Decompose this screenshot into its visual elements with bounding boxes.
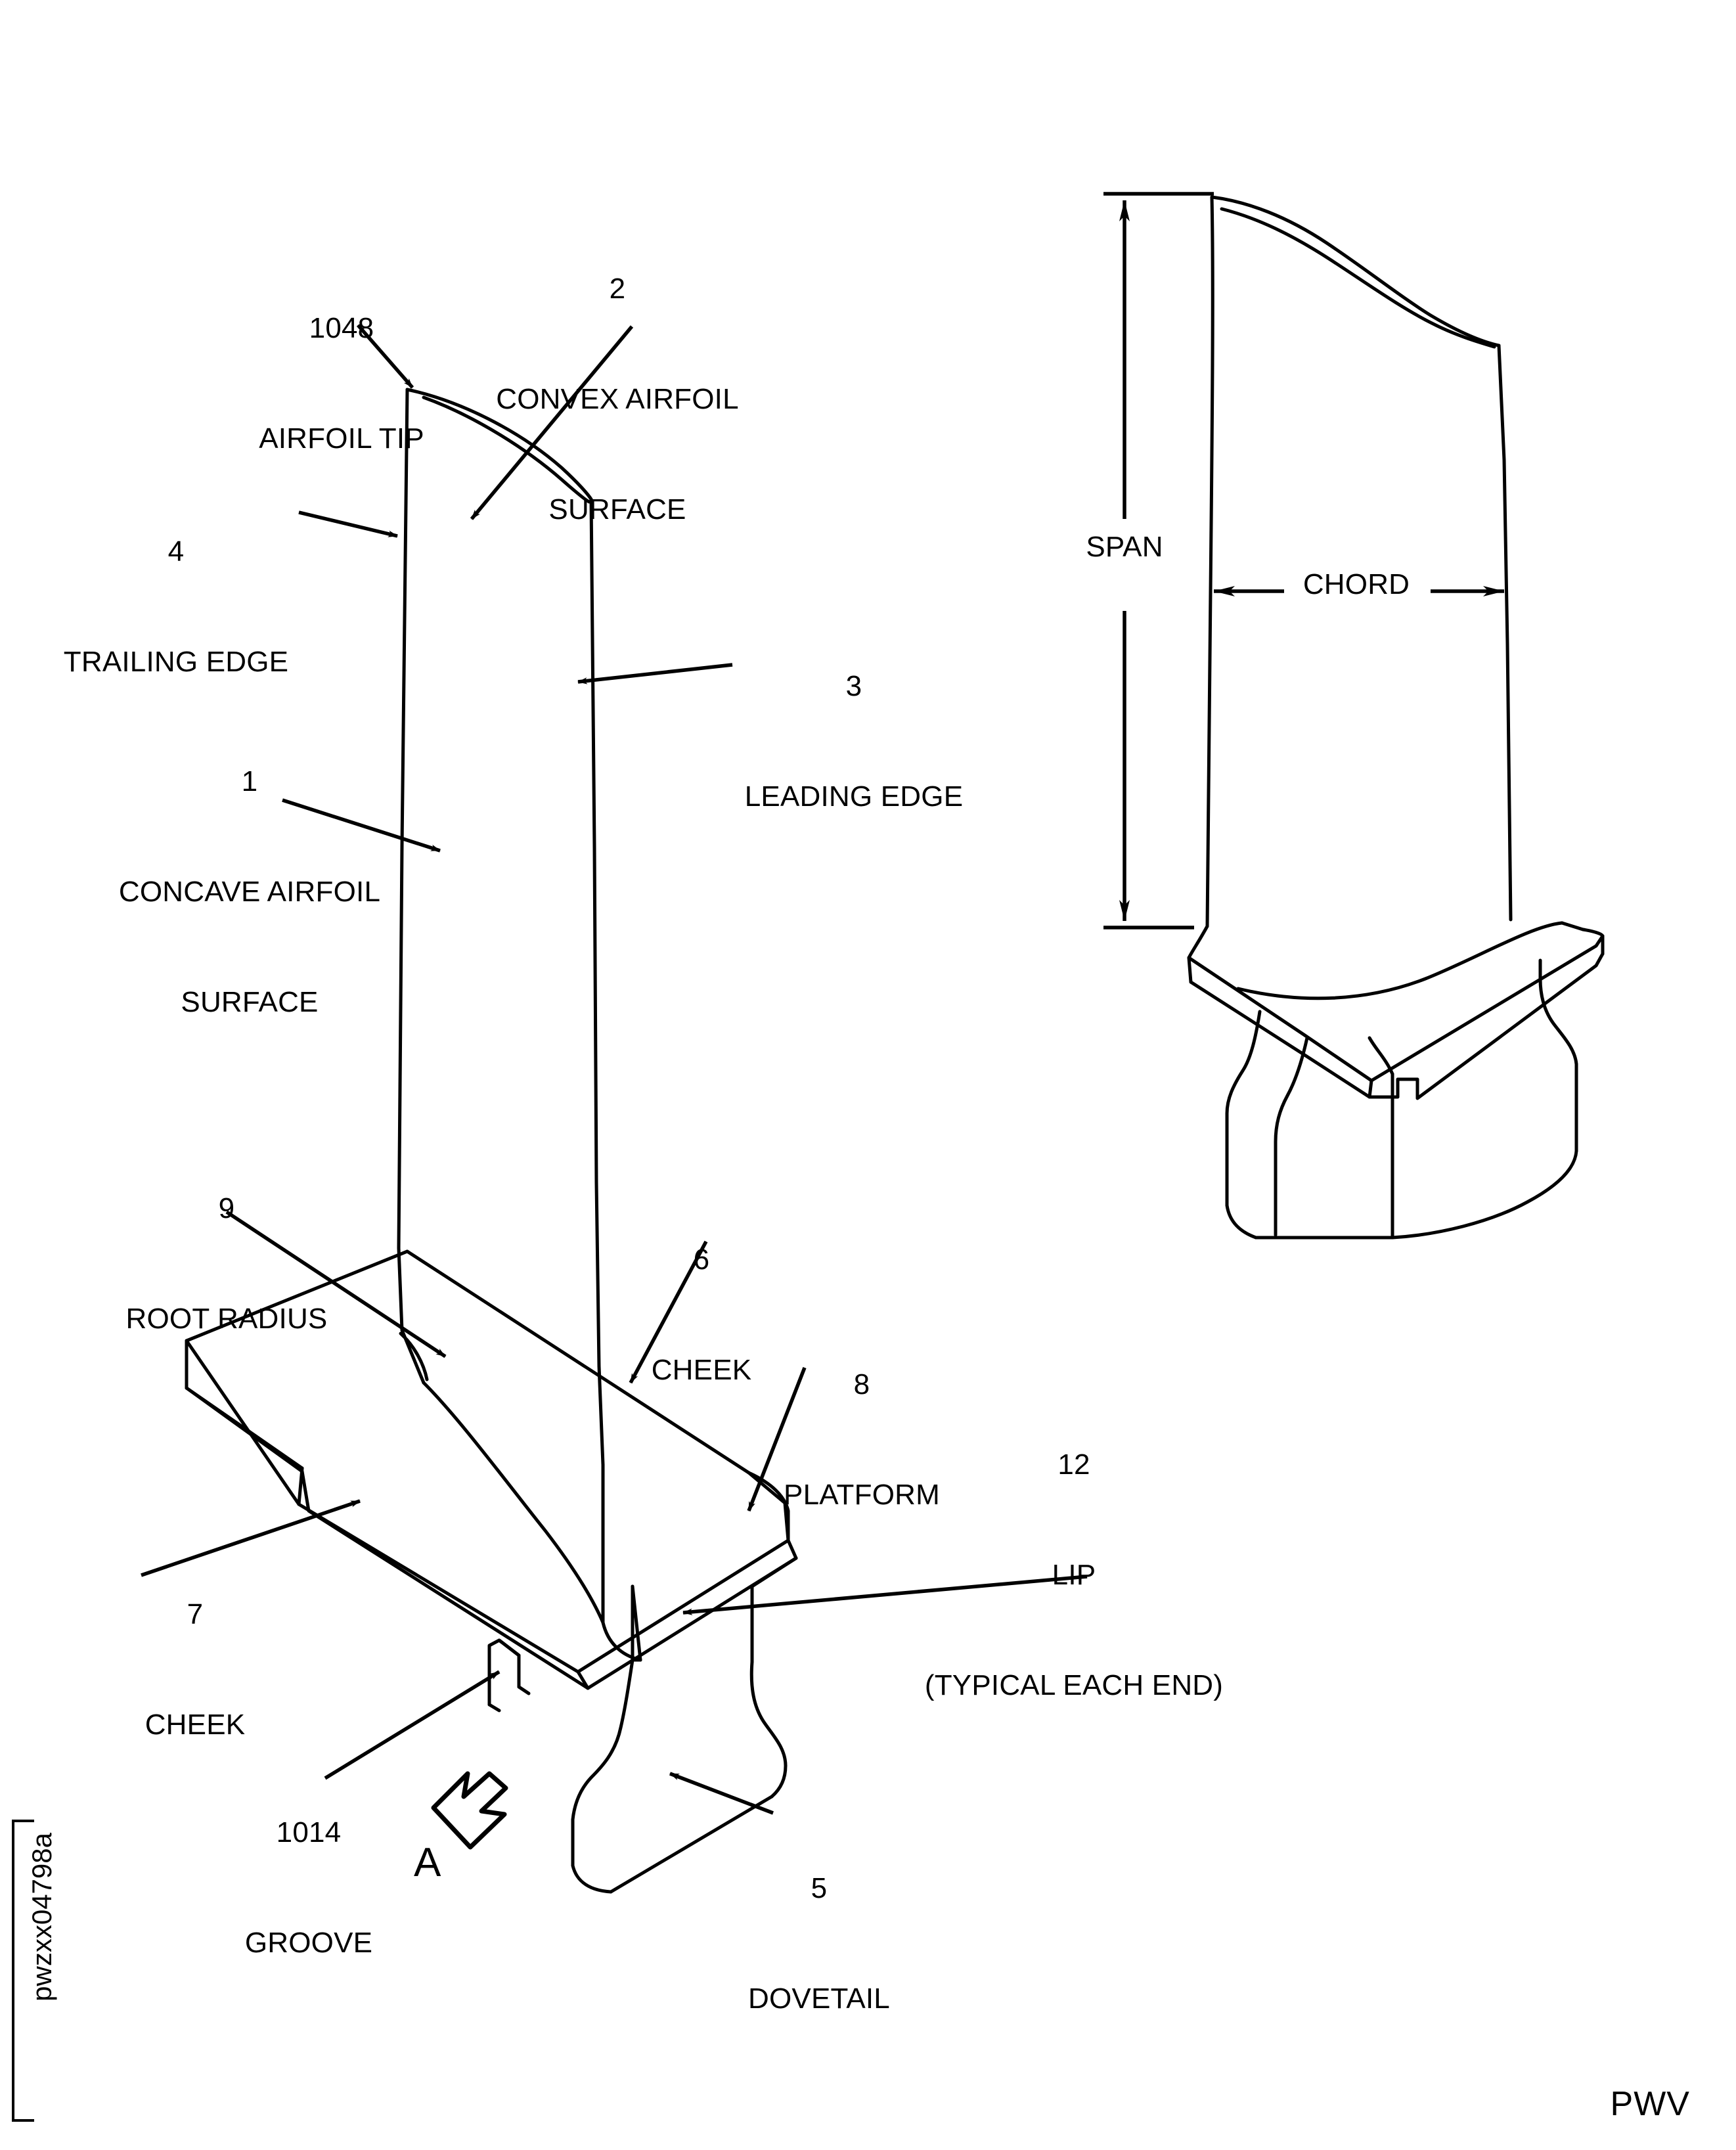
callout-groove-number: 1014 bbox=[276, 1816, 342, 1848]
brand-label: PWV bbox=[1610, 2085, 1690, 2123]
leader-convex-surface bbox=[470, 325, 634, 520]
callout-dovetail: 5 DOVETAIL bbox=[748, 1797, 890, 2091]
callout-platform-text: PLATFORM bbox=[784, 1479, 940, 1511]
leader-root-radius bbox=[225, 1210, 447, 1358]
callout-airfoil-tip-text: AIRFOIL TIP bbox=[259, 422, 424, 455]
callout-cheek-7: 7 CHEEK bbox=[145, 1523, 246, 1817]
callout-groove: 1014 GROOVE bbox=[245, 1741, 372, 2035]
callout-dovetail-text: DOVETAIL bbox=[748, 1982, 890, 2015]
callout-concave-line2: SURFACE bbox=[181, 986, 319, 1018]
callout-airfoil-tip-number: 1048 bbox=[309, 312, 374, 344]
callout-leading-edge: 3 LEADING EDGE bbox=[745, 594, 964, 889]
callout-cheek-6: 6 CHEEK bbox=[652, 1168, 752, 1462]
callout-cheek7-number: 7 bbox=[187, 1598, 204, 1630]
leader-lines bbox=[141, 324, 1088, 1815]
callout-leading-number: 3 bbox=[845, 670, 862, 702]
callout-convex-line1: CONVEX AIRFOIL bbox=[496, 383, 739, 415]
callout-root-radius-text: ROOT RADIUS bbox=[125, 1303, 328, 1335]
figure-id-text: pwzxx04798a bbox=[26, 1833, 57, 2002]
callout-concave-number: 1 bbox=[241, 765, 258, 797]
callout-convex-airfoil-surface: 2 CONVEX AIRFOIL SURFACE bbox=[496, 197, 739, 602]
callout-convex-number: 2 bbox=[609, 273, 626, 305]
callout-airfoil-tip: 1048 AIRFOIL TIP bbox=[259, 236, 424, 531]
callout-trailing-edge: 4 TRAILING EDGE bbox=[64, 460, 288, 754]
leader-leading-edge bbox=[577, 663, 733, 684]
leader-trailing-edge bbox=[298, 510, 398, 538]
callout-cheek7-text: CHEEK bbox=[145, 1709, 246, 1741]
leader-airfoil-tip bbox=[356, 324, 414, 389]
callout-lip-line2: (TYPICAL EACH END) bbox=[924, 1669, 1224, 1701]
callout-concave-line1: CONCAVE AIRFOIL bbox=[118, 876, 381, 908]
callout-dovetail-number: 5 bbox=[811, 1872, 828, 1904]
leader-platform bbox=[747, 1367, 807, 1512]
leader-cheek-7 bbox=[141, 1499, 361, 1577]
callout-trailing-text: TRAILING EDGE bbox=[63, 646, 289, 678]
callout-platform: 8 PLATFORM bbox=[784, 1293, 940, 1587]
figure-id-corner-mark bbox=[12, 1820, 34, 2122]
callout-cheek6-number: 6 bbox=[693, 1243, 710, 1276]
callout-lip: 12 LIP (TYPICAL EACH END) bbox=[925, 1373, 1223, 1778]
leader-lip bbox=[682, 1575, 1088, 1615]
callout-lip-line1: LIP bbox=[1052, 1559, 1096, 1591]
isometric-blade-geometry bbox=[185, 195, 1605, 1894]
leader-dovetail bbox=[669, 1772, 774, 1815]
callout-root-radius: 9 ROOT RADIUS bbox=[126, 1117, 328, 1411]
callout-groove-text: GROOVE bbox=[244, 1927, 373, 1959]
callout-platform-number: 8 bbox=[853, 1368, 870, 1400]
callout-leading-text: LEADING EDGE bbox=[744, 780, 964, 813]
leader-cheek-6 bbox=[629, 1240, 708, 1384]
callout-concave-airfoil-surface: 1 CONCAVE AIRFOIL SURFACE bbox=[119, 690, 380, 1094]
callout-cheek6-text: CHEEK bbox=[651, 1354, 752, 1386]
leader-concave-surface bbox=[282, 798, 441, 853]
callout-convex-line2: SURFACE bbox=[548, 493, 686, 526]
callout-root-radius-number: 9 bbox=[218, 1192, 235, 1224]
section-arrow-letter: A bbox=[414, 1840, 441, 1885]
dimension-lines bbox=[1103, 192, 1504, 929]
dimension-chord-label: CHORD bbox=[1302, 568, 1410, 600]
dimension-span-label: SPAN bbox=[1086, 531, 1163, 563]
callout-trailing-number: 4 bbox=[167, 535, 185, 568]
leader-groove bbox=[324, 1670, 501, 1780]
callout-lip-number: 12 bbox=[1057, 1448, 1090, 1481]
